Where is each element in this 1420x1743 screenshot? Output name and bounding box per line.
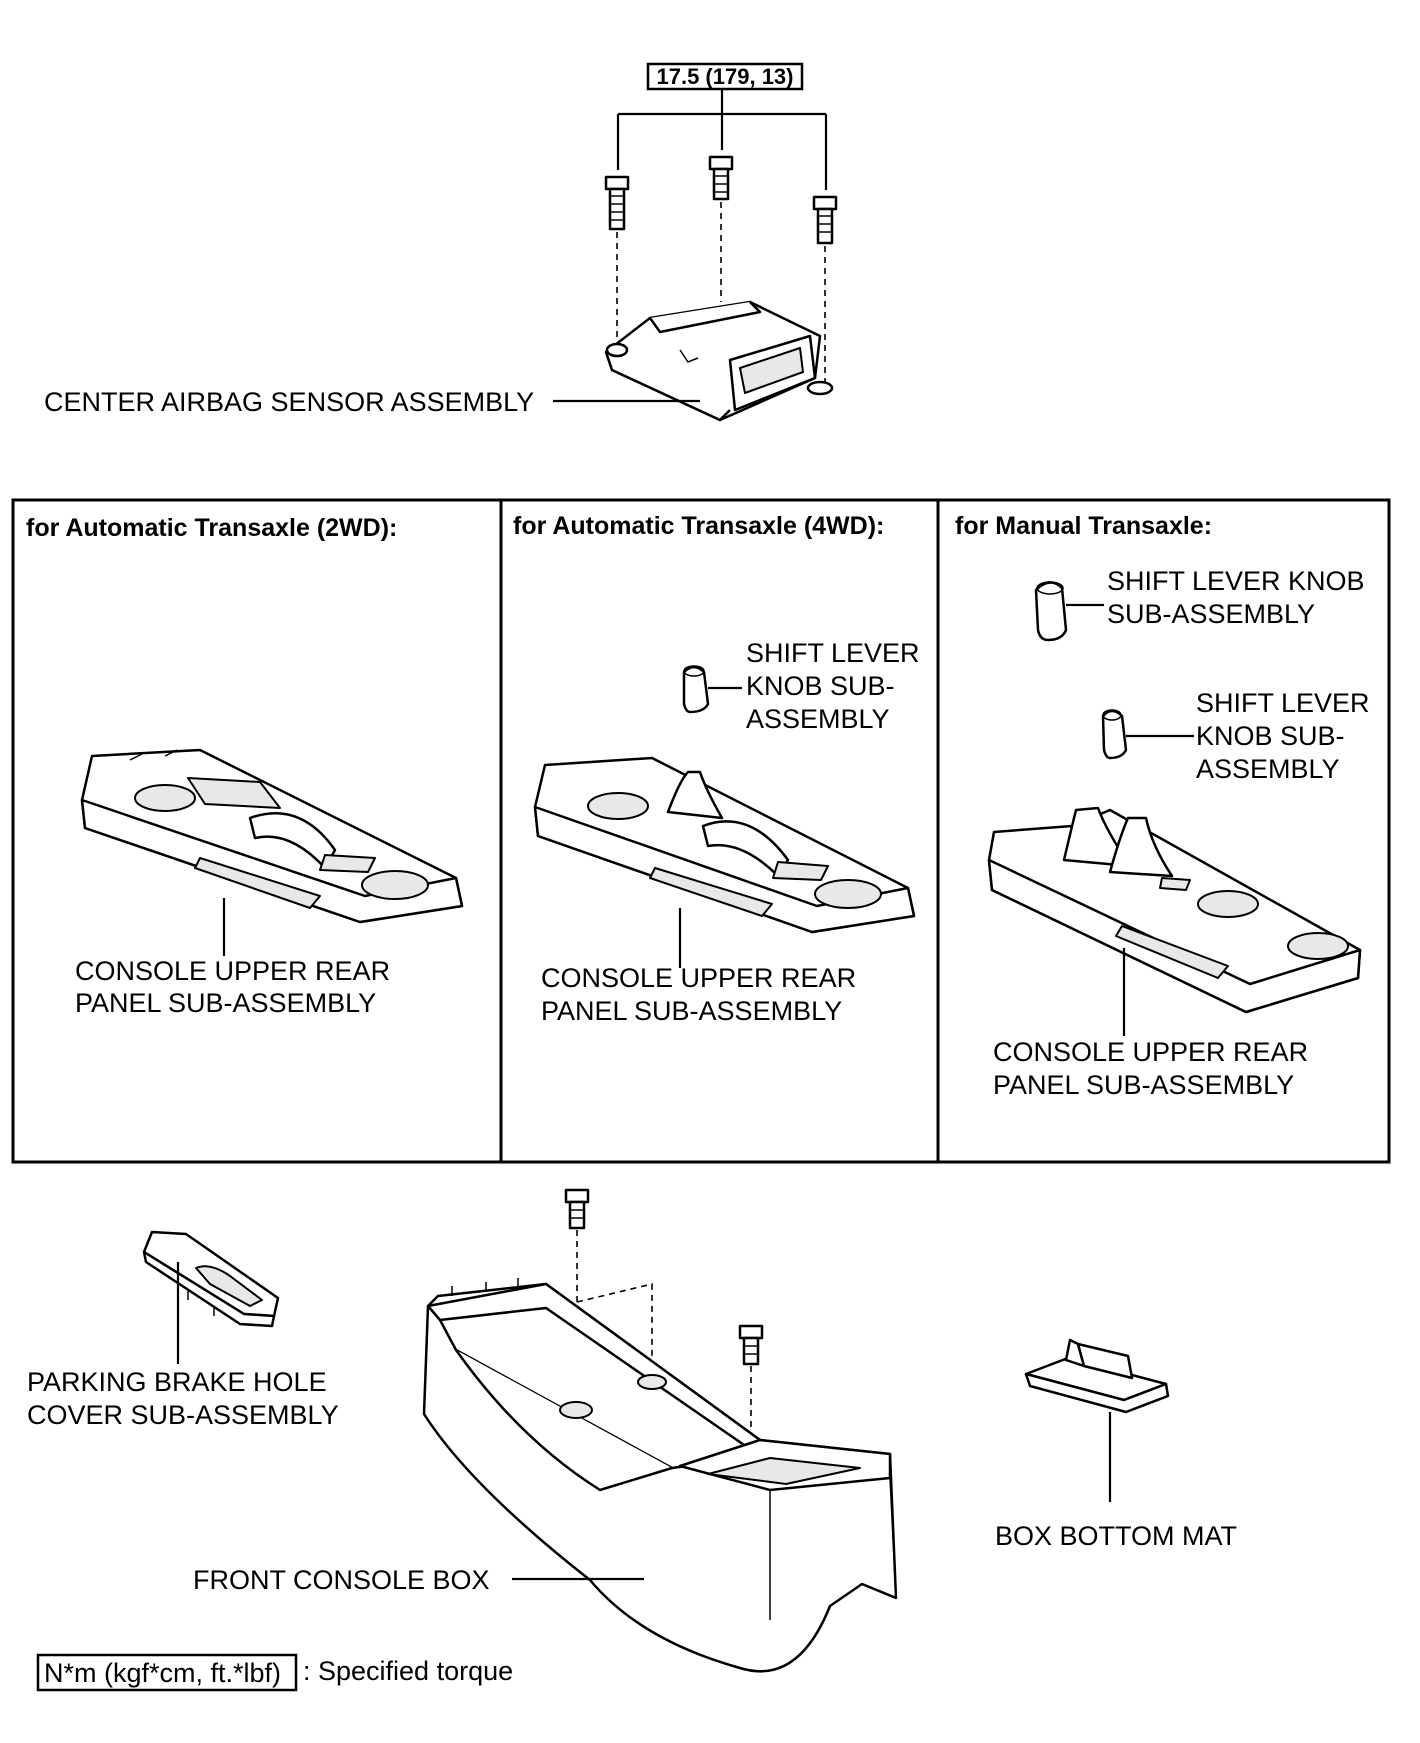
parking-brake-hole-cover [142,1230,280,1328]
panel-2wd-header: for Automatic Transaxle (2WD): [26,514,397,542]
airbag-sensor-drawing [604,300,834,422]
airbag-sensor-label: CENTER AIRBAG SENSOR ASSEMBLY [44,387,534,417]
panel-2wd-console-label-1: CONSOLE UPPER REAR [75,956,390,986]
console-upper-rear-panel-4wd [533,756,916,934]
box-bottom-mat-label: BOX BOTTOM MAT [995,1521,1237,1551]
console-upper-rear-panel-2wd [80,748,464,924]
panel-4wd-knob-label-2: KNOB SUB- [746,671,895,701]
bolt-2 [708,155,734,201]
panel-mt-knob1-label-1: SHIFT LEVER KNOB [1107,566,1365,596]
panel-mt-console-label-1: CONSOLE UPPER REAR [993,1037,1308,1067]
panel-4wd-console-label-1: CONSOLE UPPER REAR [541,963,856,993]
shift-knob-mt-small [1101,709,1128,760]
shift-knob-4wd [682,665,710,714]
panel-4wd-header: for Automatic Transaxle (4WD): [513,512,884,540]
front-console-box-drawing [422,1278,898,1673]
bolt-1 [604,175,630,231]
bolt-3 [812,195,838,245]
front-console-box-label: FRONT CONSOLE BOX [193,1565,490,1595]
parking-brake-cover-label-1: PARKING BRAKE HOLE [27,1367,327,1397]
legend-description: : Specified torque [303,1656,513,1686]
variant-panels-frame [11,498,1391,1164]
panel-4wd-knob-label-1: SHIFT LEVER [746,638,920,668]
panel-2wd-console-label-2: PANEL SUB-ASSEMBLY [75,988,376,1018]
panel-mt-header: for Manual Transaxle: [955,512,1212,540]
panel-mt-knob2-label-1: SHIFT LEVER [1196,688,1370,718]
box-bottom-mat-drawing [1024,1338,1170,1414]
panel-mt-knob2-label-2: KNOB SUB- [1196,721,1345,751]
panel-mt-console-label-2: PANEL SUB-ASSEMBLY [993,1070,1294,1100]
shift-knob-mt-large [1034,581,1068,642]
parking-brake-cover-label-2: COVER SUB-ASSEMBLY [27,1400,339,1430]
console-bolt-upper [564,1188,590,1230]
torque-legend: N*m (kgf*cm, ft.*lbf) : Specified torque [36,1653,513,1692]
torque-spec-callout: 17.5 (179, 13) [616,62,828,190]
torque-spec-value: 17.5 (179, 13) [657,64,794,89]
console-upper-rear-panel-mt [987,806,1362,1014]
panel-mt-knob2-label-3: ASSEMBLY [1196,754,1340,784]
legend-unit-box: N*m (kgf*cm, ft.*lbf) [44,1658,281,1688]
panel-4wd-console-label-2: PANEL SUB-ASSEMBLY [541,996,842,1026]
panel-mt-knob1-label-2: SUB-ASSEMBLY [1107,599,1315,629]
console-bolt-lower [738,1324,764,1366]
panel-4wd-knob-label-3: ASSEMBLY [746,704,890,734]
